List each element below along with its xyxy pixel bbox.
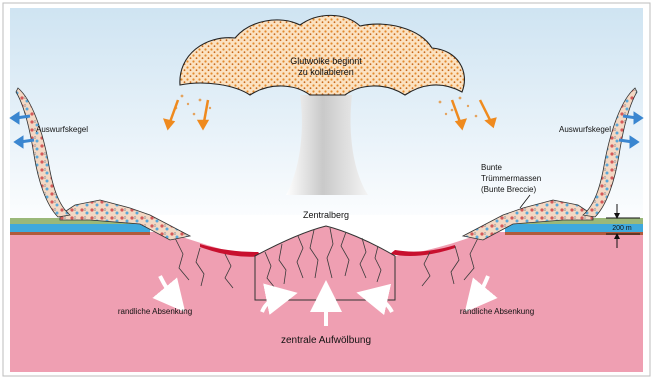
thickness-label: 200 m <box>612 225 632 232</box>
subsidence-label-right: randliche Absenkung <box>460 307 534 316</box>
breccia-label-line2: Trümmermassen <box>481 174 541 183</box>
central-peak-label: Zentralberg <box>303 210 349 220</box>
ejecta-label-right: Auswurfskegel <box>559 125 611 134</box>
subsidence-label-left: randliche Absenkung <box>118 307 192 316</box>
cloud-label-line1: Glutwolke beginnt <box>290 56 362 66</box>
water-layer-left <box>10 224 150 232</box>
cloud-label-line2: zu kollabieren <box>298 67 354 77</box>
breccia-label-line3: (Bunte Breccie) <box>481 185 536 194</box>
ejecta-label-left: Auswurfskegel <box>36 125 88 134</box>
central-uplift-label: zentrale Aufwölbung <box>281 335 371 346</box>
breccia-label-line1: Bunte <box>481 163 502 172</box>
sediment-band-left <box>10 232 150 235</box>
